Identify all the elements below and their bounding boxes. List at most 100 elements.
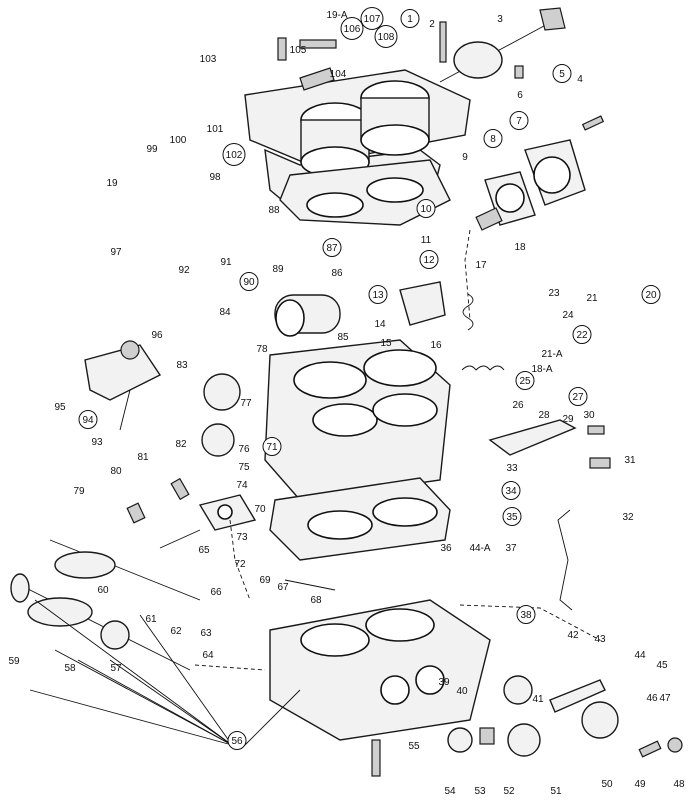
- callout-text: 90: [243, 277, 255, 288]
- callout-text: 98: [209, 172, 221, 183]
- callout-text: 88: [268, 205, 280, 216]
- callout-text: 43: [594, 634, 606, 645]
- callout-circle: [360, 7, 384, 30]
- callout-text: 95: [54, 402, 66, 413]
- callout-90: 90: [239, 272, 259, 291]
- callout-text: 50: [601, 779, 613, 790]
- callout-42: 42: [567, 630, 579, 641]
- callout-text: 56: [231, 736, 243, 747]
- callout-95: 95: [54, 402, 66, 413]
- callout-circle: [516, 605, 536, 624]
- callout-5: 5: [552, 64, 572, 83]
- callout-circle: [400, 9, 420, 28]
- callout-67: 67: [277, 582, 289, 593]
- callout-circle: [340, 17, 364, 40]
- callout-text: 97: [110, 247, 122, 258]
- callout-text: 44-A: [469, 543, 490, 554]
- callout-circle: [483, 129, 503, 148]
- callout-50: 50: [601, 779, 613, 790]
- callout-circle: [419, 250, 439, 269]
- callout-circle: [509, 111, 529, 130]
- callout-28: 28: [538, 410, 550, 421]
- callout-21: 21: [586, 293, 598, 304]
- callout-44-a: 44-A: [469, 543, 490, 554]
- callout-76: 76: [238, 444, 250, 455]
- callout-26: 26: [512, 400, 524, 411]
- linkage-left: [126, 373, 257, 549]
- callout-text: 65: [198, 545, 210, 556]
- callout-51: 51: [550, 786, 562, 797]
- callout-text: 66: [210, 587, 222, 598]
- callout-text: 1: [407, 14, 413, 25]
- callout-text: 29: [562, 414, 574, 425]
- callout-text: 93: [91, 437, 103, 448]
- callout-text: 69: [259, 575, 271, 586]
- callout-text: 17: [475, 260, 487, 271]
- callout-text: 78: [256, 344, 268, 355]
- callout-16: 16: [430, 340, 442, 351]
- callout-62: 62: [170, 626, 182, 637]
- callout-text: 103: [200, 54, 217, 65]
- callout-circle: [374, 25, 398, 48]
- callout-73: 73: [236, 532, 248, 543]
- base-gasket: [269, 477, 451, 561]
- callout-94: 94: [78, 410, 98, 429]
- callout-text: 26: [512, 400, 524, 411]
- callout-37: 37: [505, 543, 517, 554]
- callout-75: 75: [238, 462, 250, 473]
- callout-circle: [641, 285, 661, 304]
- throttle-shafts: [10, 539, 201, 671]
- callout-27: 27: [568, 387, 588, 406]
- callout-text: 16: [430, 340, 442, 351]
- callout-63: 63: [200, 628, 212, 639]
- callout-107: 107: [360, 7, 384, 30]
- callout-79: 79: [73, 486, 85, 497]
- callout-text: 63: [200, 628, 212, 639]
- float-part-12: [399, 281, 446, 326]
- callout-text: 62: [170, 626, 182, 637]
- callout-98: 98: [209, 172, 221, 183]
- callout-17: 17: [475, 260, 487, 271]
- callout-text: 83: [176, 360, 188, 371]
- callout-text: 75: [238, 462, 250, 473]
- callout-93: 93: [91, 437, 103, 448]
- linkage-rod-32: [557, 509, 573, 611]
- callout-text: 41: [532, 694, 544, 705]
- accelerator-pump: [84, 340, 162, 431]
- callout-52: 52: [503, 786, 515, 797]
- callout-36: 36: [440, 543, 452, 554]
- callout-text: 100: [170, 135, 187, 146]
- callout-18-a: 18-A: [531, 364, 552, 375]
- callout-81: 81: [137, 452, 149, 463]
- callout-text: 37: [505, 543, 517, 554]
- callout-circle: [222, 143, 246, 166]
- callout-47: 47: [659, 693, 671, 704]
- callout-14: 14: [374, 319, 386, 330]
- callout-text: 64: [202, 650, 214, 661]
- callout-text: 76: [238, 444, 250, 455]
- callout-69: 69: [259, 575, 271, 586]
- callout-circle: [502, 507, 522, 526]
- callout-65: 65: [198, 545, 210, 556]
- main-body: [264, 339, 451, 501]
- callout-circle: [368, 285, 388, 304]
- callout-text: 55: [408, 741, 420, 752]
- callout-39: 39: [438, 677, 450, 688]
- callout-text: 18-A: [531, 364, 552, 375]
- callout-44: 44: [634, 650, 646, 661]
- callout-text: 5: [559, 69, 565, 80]
- callout-text: 89: [272, 264, 284, 275]
- callout-text: 13: [372, 290, 384, 301]
- callout-text: 34: [505, 486, 517, 497]
- callout-text: 67: [277, 582, 289, 593]
- callout-108: 108: [374, 25, 398, 48]
- callout-49: 49: [634, 779, 646, 790]
- callout-99: 99: [146, 144, 158, 155]
- callout-55: 55: [408, 741, 420, 752]
- callout-text: 68: [310, 595, 322, 606]
- callout-text: 2: [429, 19, 435, 30]
- callout-text: 33: [506, 463, 518, 474]
- callout-text: 21-A: [541, 349, 562, 360]
- callout-30: 30: [583, 410, 595, 421]
- base-plate: [269, 599, 491, 741]
